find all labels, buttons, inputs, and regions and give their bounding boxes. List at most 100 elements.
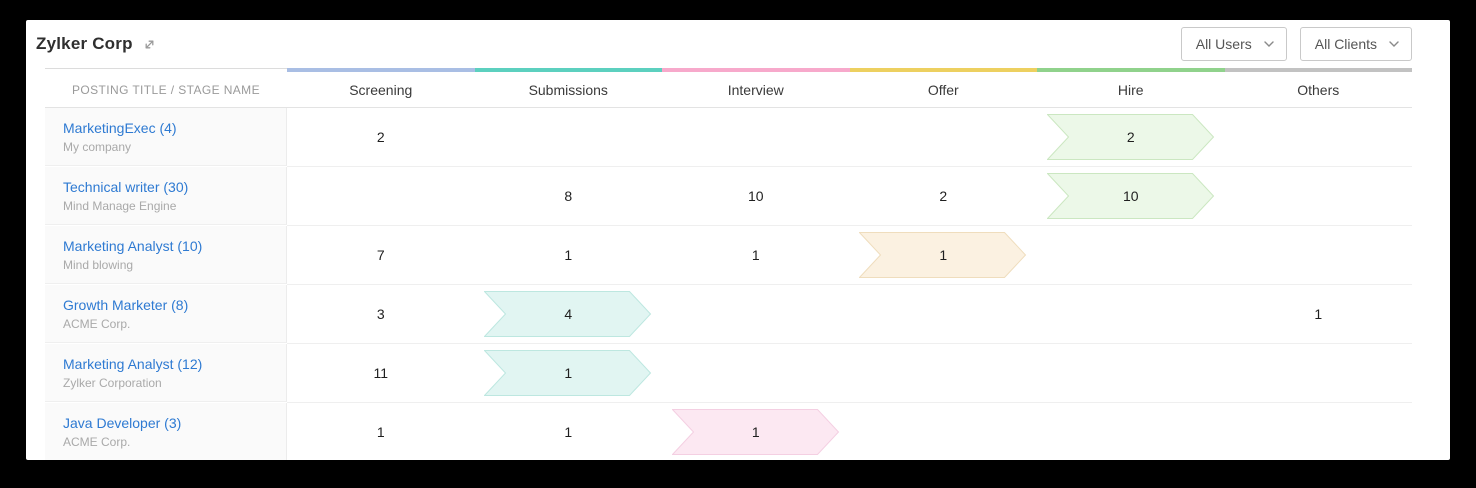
stage-count: 2 [1126, 129, 1135, 145]
client-name: ACME Corp. [63, 316, 131, 331]
stage-cell-others [1225, 403, 1413, 460]
posting-cell: Java Developer (3) ACME Corp. [45, 403, 287, 460]
stage-arrow-shape [671, 409, 839, 455]
posting-cell: Technical writer (30)Mind Manage Engine [45, 167, 287, 225]
stage-bar-interview [662, 68, 850, 72]
posting-title: MarketingExec [63, 119, 156, 136]
posting-column-header: POSTING TITLE / STAGE NAME [72, 82, 260, 97]
stage-arrow[interactable]: 2 [1046, 114, 1215, 160]
client-name: My company [63, 139, 132, 154]
stage-count: 1 [564, 365, 573, 381]
stage-arrow[interactable]: 4 [484, 291, 652, 337]
stage-cell-hire [1037, 226, 1225, 285]
stage-count: 2 [939, 188, 948, 204]
stage-bar-screening [287, 68, 475, 72]
stage-arrow[interactable]: 10 [1046, 173, 1215, 219]
stage-cell-submissions[interactable]: 1 [474, 344, 662, 403]
stage-arrow[interactable]: 1 [484, 350, 652, 396]
expand-icon[interactable] [142, 37, 157, 52]
stage-arrow[interactable]: 1 [671, 409, 840, 455]
posting-count: (12) [177, 355, 203, 372]
posting-title: Java Developer [63, 414, 161, 431]
stage-cell-screening[interactable]: 2 [287, 108, 475, 167]
stage-cell-others [1224, 226, 1412, 285]
posting-link[interactable]: Growth Marketer (8) [63, 297, 188, 313]
chevron-down-icon [1389, 41, 1399, 47]
stage-count: 10 [747, 188, 764, 204]
stage-cell-interview[interactable]: 1 [662, 226, 850, 285]
stage-cell-screening[interactable]: 11 [287, 344, 475, 403]
stage-cell-submissions [474, 108, 662, 167]
posting-title: Growth Marketer [63, 296, 168, 313]
stage-cell-others[interactable]: 1 [1224, 285, 1412, 344]
posting-count: (30) [163, 178, 189, 195]
filter-bar: All Users All Clients [1180, 27, 1412, 61]
stage-bar-submissions [474, 68, 662, 72]
title-wrap: Zylker Corp [36, 34, 157, 54]
posting-title: Marketing Analyst [63, 355, 174, 372]
table-row: Technical writer (30)Mind Manage Engine 8… [45, 167, 1412, 226]
stage-cell-hire[interactable]: 2 [1037, 108, 1225, 167]
posting-link[interactable]: Technical writer (30) [63, 179, 188, 195]
stage-cell-interview[interactable]: 1 [662, 403, 850, 460]
stage-cell-screening[interactable]: 7 [287, 226, 475, 285]
stage-color-strip [45, 68, 1412, 72]
client-name: ACME Corp. [63, 434, 131, 449]
stage-cell-others [1224, 167, 1412, 226]
stage-count: 2 [376, 129, 385, 145]
stage-cell-screening[interactable]: 1 [287, 403, 475, 460]
stage-count: 1 [751, 247, 760, 263]
all-clients-dropdown[interactable]: All Clients [1299, 27, 1412, 61]
stage-cell-interview[interactable]: 10 [662, 167, 850, 226]
stage-cell-hire [1037, 344, 1225, 403]
stage-cell-offer[interactable]: 2 [849, 167, 1037, 226]
pipeline-widget: Zylker Corp All Users All Clients POSTIN… [26, 20, 1450, 460]
stage-cell-submissions[interactable]: 1 [475, 403, 663, 460]
chevron-down-icon [1264, 41, 1274, 47]
stage-cell-offer[interactable]: 1 [849, 226, 1037, 285]
posting-count: (3) [164, 414, 182, 431]
posting-link[interactable]: Marketing Analyst (10) [63, 238, 202, 254]
stage-cell-submissions[interactable]: 8 [474, 167, 662, 226]
stage-arrow-shape [859, 232, 1027, 278]
column-header-submissions: Submissions [528, 81, 608, 98]
stage-cell-submissions[interactable]: 4 [474, 285, 662, 344]
stage-arrow-shape [484, 350, 652, 396]
posting-link[interactable]: MarketingExec (4) [63, 120, 177, 136]
stage-arrow[interactable]: 1 [859, 232, 1027, 278]
stage-arrow-shape [484, 291, 652, 337]
stage-cell-offer [849, 285, 1037, 344]
all-users-dropdown[interactable]: All Users [1180, 27, 1287, 61]
client-name: Zylker Corporation [63, 375, 162, 390]
stage-cell-screening [287, 167, 475, 226]
stage-count: 1 [564, 424, 573, 440]
stage-cell-interview [662, 285, 850, 344]
stage-count: 1 [564, 247, 573, 263]
stage-cell-screening[interactable]: 3 [287, 285, 475, 344]
stage-count: 10 [1122, 188, 1139, 204]
stage-bar-offer [849, 68, 1037, 72]
stage-count: 8 [564, 188, 573, 204]
stage-cell-submissions[interactable]: 1 [474, 226, 662, 285]
stage-bar-hire [1037, 68, 1225, 72]
posting-cell: Marketing Analyst (10)Mind blowing [45, 226, 287, 284]
posting-count: (10) [177, 237, 203, 254]
column-header-hire: Hire [1117, 81, 1144, 98]
posting-cell: Growth Marketer (8) ACME Corp. [45, 285, 287, 343]
stage-count: 3 [376, 306, 385, 322]
stage-cell-offer [849, 344, 1037, 403]
table-row: Java Developer (3) ACME Corp. 1 1 1 [45, 403, 1412, 460]
posting-link[interactable]: Marketing Analyst (12) [63, 356, 202, 372]
stage-count: 1 [751, 424, 760, 440]
column-header-screening: Screening [349, 81, 413, 98]
stage-cell-hire[interactable]: 10 [1037, 167, 1225, 226]
stage-count: 1 [1314, 306, 1323, 322]
stage-count: 4 [564, 306, 573, 322]
table-row: Marketing Analyst (12) Zylker Corporation… [45, 344, 1412, 403]
stage-cell-others [1224, 108, 1412, 167]
stage-cell-hire [1037, 285, 1225, 344]
stage-count: 1 [376, 424, 385, 440]
stage-cell-hire [1037, 403, 1225, 460]
posting-link[interactable]: Java Developer (3) [63, 415, 181, 431]
